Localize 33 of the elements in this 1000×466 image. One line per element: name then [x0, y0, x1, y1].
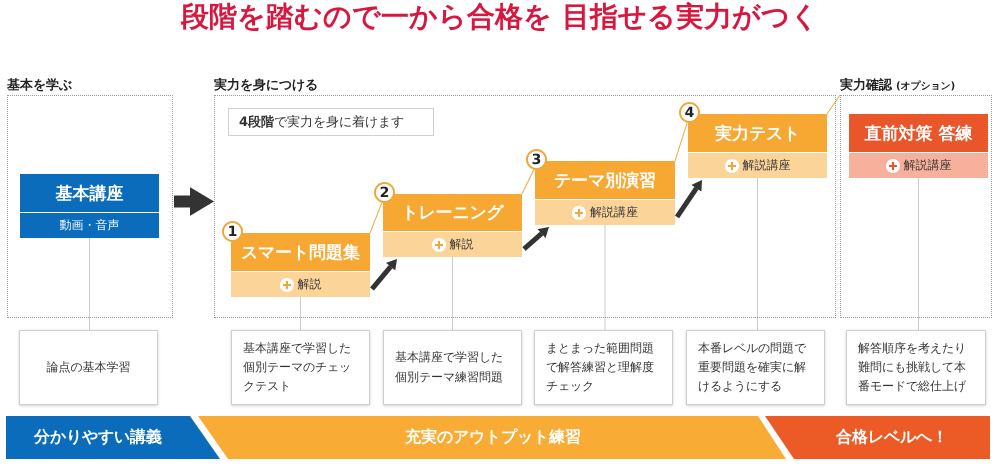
- explanation-label: 解説講座: [742, 157, 790, 174]
- connector-line: [918, 178, 919, 330]
- section-heading: 基本を学ぶ: [7, 77, 72, 94]
- step-number-badge: 3: [526, 149, 547, 170]
- description-box: 基本講座で学習した個別テーマ練習問題: [383, 330, 522, 405]
- description-box: 解答順序を考えたり難問にも挑戦して本番モードで総仕上げ: [846, 330, 986, 405]
- step-number-badge: 1: [222, 221, 243, 242]
- description-box: 論点の基本学習: [19, 330, 158, 405]
- section-note: (オプション): [896, 79, 956, 93]
- explanation-label: 解説: [450, 236, 474, 253]
- intro-box: 4段階で実力を身に着けます: [228, 108, 434, 136]
- title: 段階を踏むので一から合格を 目指せる実力がつく: [181, 0, 819, 33]
- step-title: 直前対策 答練: [849, 114, 988, 152]
- connector-line: [604, 224, 606, 330]
- arrow: [522, 227, 549, 251]
- description-box: 本番レベルの問題で重要問題を確実に解けるようにする: [686, 330, 825, 405]
- explanation-label: 解説講座: [904, 157, 952, 174]
- connector-line: [757, 178, 758, 330]
- description-box: まとまった範囲問題で解答練習と理解度チェック: [534, 330, 673, 405]
- section-heading: 実力を身につける: [214, 76, 318, 94]
- course-title: 基本講座: [20, 174, 159, 212]
- step-line: [826, 94, 840, 114]
- connector-line: [452, 256, 453, 330]
- explanation-label: 解説講座: [590, 204, 638, 221]
- arrow: [174, 190, 214, 214]
- section-heading: 実力確認: [840, 76, 892, 94]
- course-subtitle: 動画・音声: [20, 212, 159, 238]
- step-number-badge: 2: [374, 182, 395, 203]
- explanation-label: 解説: [298, 276, 322, 293]
- arrow: [674, 180, 702, 218]
- description-box: 基本講座で学習した個別テーマのチェックテスト: [231, 330, 370, 405]
- connector-line: [300, 296, 301, 330]
- connector-line: [89, 238, 90, 330]
